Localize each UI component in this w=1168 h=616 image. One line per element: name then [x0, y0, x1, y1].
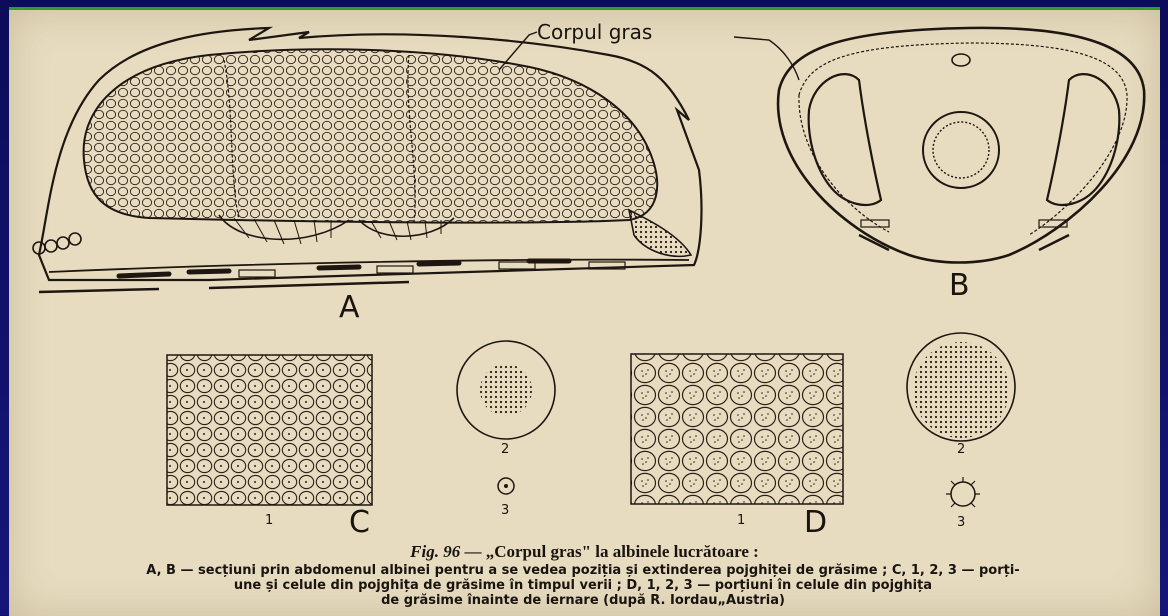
sub-label-c3: 3 [501, 503, 509, 518]
panel-label-d: D [804, 505, 827, 540]
callout-label: Corpul gras [537, 20, 652, 44]
panel-b-drawing [734, 28, 1144, 263]
panel-label-a: A [339, 290, 360, 325]
caption-line-3: de grăsime înainte de iernare (după R. I… [23, 593, 1143, 608]
sub-label-d1: 1 [737, 513, 745, 528]
panel-label-c: C [349, 505, 370, 540]
scanned-figure: Corpul gras A B C D 1 2 3 1 2 3 Fig. 96 … [9, 7, 1160, 616]
figure-caption-body: A, B — secțiuni prin abdomenul albinei p… [23, 563, 1143, 608]
figure-title: — „Corpul gras" la albinele lucrătoare : [464, 542, 758, 561]
figure-number: Fig. 96 [410, 542, 460, 561]
sub-label-c2: 2 [501, 442, 509, 457]
panel-d-drawing [631, 333, 1015, 507]
sub-label-d2: 2 [957, 442, 965, 457]
figure-caption-title: Fig. 96 — „Corpul gras" la albinele lucr… [9, 542, 1160, 562]
sub-label-d3: 3 [957, 515, 965, 530]
figure-drawings [9, 10, 1160, 616]
sub-label-c1: 1 [265, 513, 273, 528]
panel-a-drawing [33, 28, 701, 292]
caption-line-1: A, B — secțiuni prin abdomenul albinei p… [23, 563, 1143, 578]
panel-c-drawing [167, 341, 555, 505]
panel-label-b: B [949, 268, 970, 303]
caption-line-2: une și celule din pojghița de grăsime în… [23, 578, 1143, 593]
